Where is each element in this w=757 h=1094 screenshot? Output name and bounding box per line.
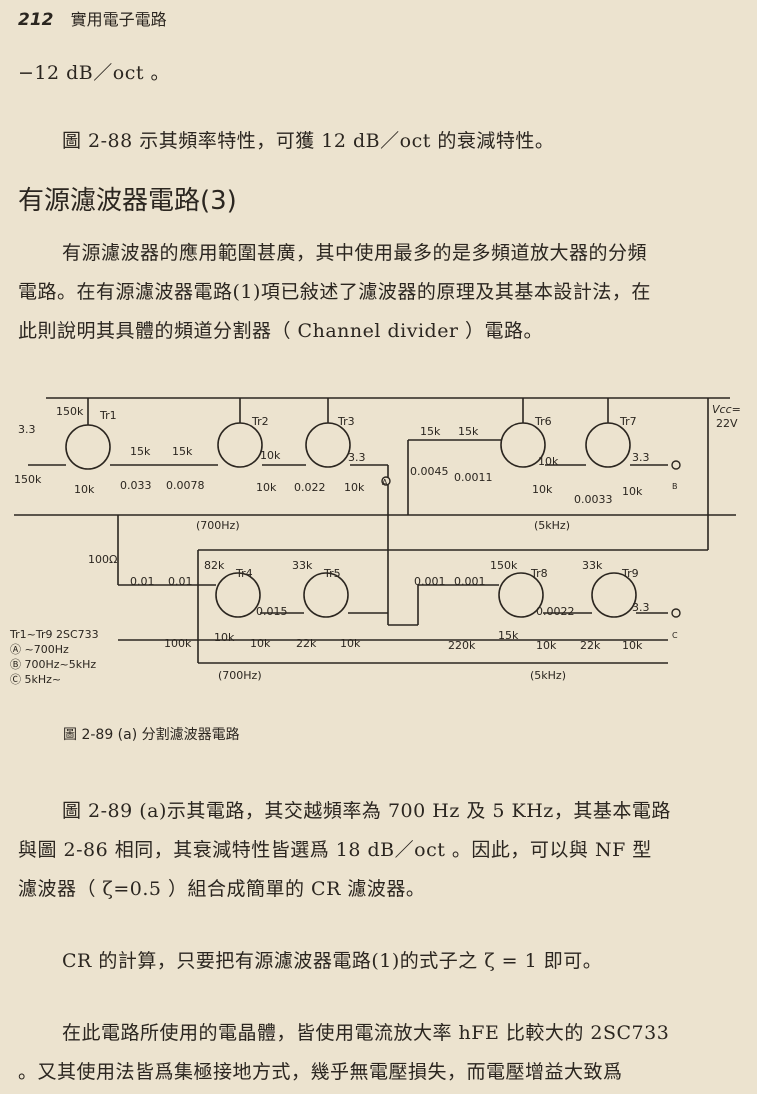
component-label: 0.022	[294, 481, 326, 494]
component-label: 10k	[622, 639, 643, 652]
legend-line: Ⓐ ~700Hz	[10, 643, 69, 656]
text-line: 圖 2-88 示其頻率特性，可獲 12 dB／oct 的衰減特性。	[62, 130, 555, 152]
frequency-label: (700Hz)	[218, 669, 262, 682]
component-label: 10k	[260, 449, 281, 462]
component-label: 0.015	[256, 605, 288, 618]
component-label: 15k	[130, 445, 151, 458]
transistor-label: Tr4	[235, 567, 253, 580]
component-label: 82k	[204, 559, 225, 572]
component-label: 10k	[250, 637, 271, 650]
paragraph-line: 濾波器（ ζ=0.5 ）組合成簡單的 CR 濾波器。	[18, 878, 426, 900]
transistor-label: Tr6	[534, 415, 552, 428]
transistor-label: Tr8	[530, 567, 548, 580]
component-label: 33k	[582, 559, 603, 572]
component-label: 150k	[56, 405, 84, 418]
component-label: 0.0011	[454, 471, 493, 484]
circuit-diagram: Vcc= 22V Tr1 Tr2 Tr3 Tr4 Tr5 Tr6 Tr7 Tr8…	[14, 397, 741, 682]
component-label: 22k	[296, 637, 317, 650]
output-label: B	[672, 482, 678, 491]
component-label: 10k	[344, 481, 365, 494]
transistor-label: Tr9	[621, 567, 639, 580]
component-label: 10k	[538, 455, 559, 468]
component-label: 15k	[420, 425, 441, 438]
paragraph-line: 。又其使用法皆爲集極接地方式，幾乎無電壓損失，而電壓增益大致爲	[18, 1061, 623, 1083]
component-label: 0.033	[120, 479, 152, 492]
component-label: 0.01	[168, 575, 193, 588]
component-label: 100Ω	[88, 553, 117, 566]
component-label: 22k	[580, 639, 601, 652]
frequency-label: (5kHz)	[530, 669, 566, 682]
supply-label: Vcc=	[712, 403, 741, 416]
component-label: 15k	[458, 425, 479, 438]
output-label: C	[672, 631, 678, 640]
component-label: 3.3	[632, 601, 650, 614]
component-label: 0.0045	[410, 465, 449, 478]
supply-value: 22V	[716, 417, 738, 430]
component-label: 3.3	[348, 451, 366, 464]
component-label: 10k	[214, 631, 235, 644]
component-label: 3.3	[18, 423, 36, 436]
transistor-label: Tr1	[99, 409, 117, 422]
paragraph-line: 有源濾波器的應用範圍甚廣，其中使用最多的是多頻道放大器的分頻	[62, 242, 648, 264]
component-label: 150k	[490, 559, 518, 572]
component-label: 10k	[74, 483, 95, 496]
component-label: 15k	[172, 445, 193, 458]
frequency-label: (5kHz)	[534, 519, 570, 532]
text-line: −12 dB／oct 。	[18, 62, 171, 84]
output-label: A	[382, 478, 388, 487]
frequency-label: (700Hz)	[196, 519, 240, 532]
paragraph-line: 圖 2-89 (a)示其電路，其交越頻率為 700 Hz 及 5 KHz，其基本…	[62, 800, 671, 822]
page-header: 212 實用電子電路	[18, 6, 167, 30]
component-label: 0.01	[130, 575, 155, 588]
component-label: 10k	[532, 483, 553, 496]
paragraph-line: 在此電路所使用的電晶體，皆使用電流放大率 hFE 比較大的 2SC733	[62, 1022, 670, 1044]
legend-line: Tr1~Tr9 2SC733	[10, 628, 99, 641]
component-label: 10k	[622, 485, 643, 498]
component-label: 15k	[498, 629, 519, 642]
book-title: 實用電子電路	[70, 10, 167, 29]
component-label: 0.001	[414, 575, 446, 588]
figure-legend: Tr1~Tr9 2SC733 Ⓐ ~700Hz Ⓑ 700Hz~5kHz Ⓒ 5…	[10, 627, 99, 687]
legend-line: Ⓑ 700Hz~5kHz	[10, 658, 97, 671]
component-label: 150k	[14, 473, 42, 486]
transistor-label: Tr5	[323, 567, 341, 580]
component-label: 33k	[292, 559, 313, 572]
component-label: 100k	[164, 637, 192, 650]
paragraph-line: 與圖 2-86 相同，其衰減特性皆選爲 18 dB／oct 。因此，可以與 NF…	[18, 839, 652, 861]
transistor-label: Tr7	[619, 415, 637, 428]
component-label: 0.0022	[536, 605, 575, 618]
component-label: 0.001	[454, 575, 486, 588]
component-label: 10k	[256, 481, 277, 494]
paragraph-line: CR 的計算，只要把有源濾波器電路(1)的式子之 ζ = 1 即可。	[62, 950, 603, 972]
paragraph-line: 電路。在有源濾波器電路(1)項已敍述了濾波器的原理及其基本設計法，在	[18, 281, 651, 303]
paragraph-line: 此則說明其具體的頻道分割器（ Channel divider ）電路。	[18, 320, 544, 342]
component-label: 10k	[536, 639, 557, 652]
component-label: 10k	[340, 637, 361, 650]
component-label: 3.3	[632, 451, 650, 464]
transistor-label: Tr3	[337, 415, 355, 428]
page-number: 212	[18, 10, 54, 30]
figure-caption: 圖 2-89 (a) 分割濾波器電路	[63, 727, 240, 743]
component-label: 0.0033	[574, 493, 613, 506]
component-label: 220k	[448, 639, 476, 652]
component-label: 0.0078	[166, 479, 205, 492]
legend-line: Ⓒ 5kHz~	[10, 673, 62, 686]
transistor-label: Tr2	[251, 415, 269, 428]
section-title: 有源濾波器電路(3)	[18, 186, 237, 216]
